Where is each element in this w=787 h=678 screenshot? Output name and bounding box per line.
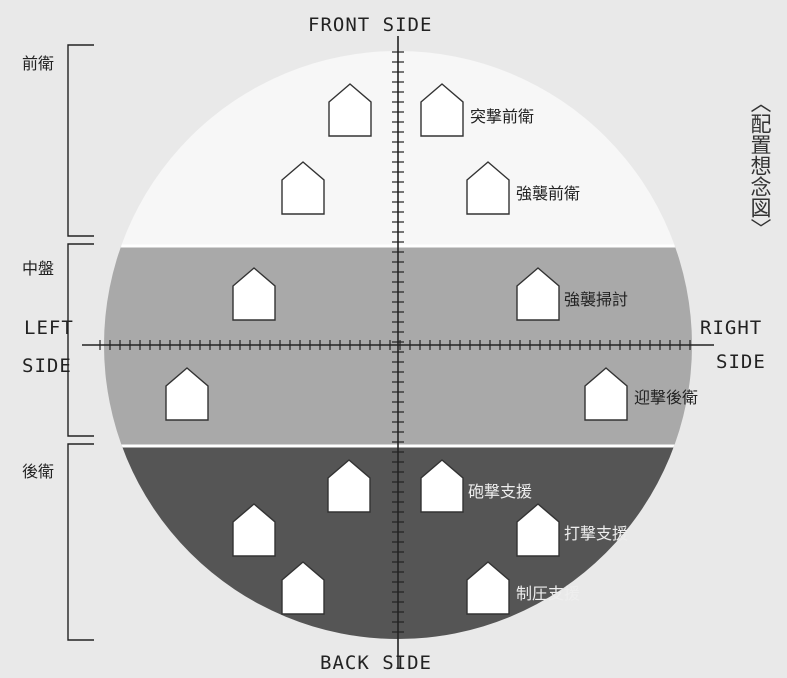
- role-label-intercept-rear: 迎撃後衛: [634, 388, 699, 407]
- left-side-label-line2: SIDE: [22, 355, 72, 377]
- front-zone-band: [104, 51, 692, 246]
- player-marker: [232, 503, 276, 557]
- role-label-strike-sweep: 強襲掃討: [564, 290, 629, 309]
- zone-label-front: 前衛: [22, 54, 55, 73]
- player-marker: [420, 459, 464, 513]
- front-side-label: FRONT SIDE: [308, 14, 433, 36]
- right-side-label-line1: RIGHT: [700, 317, 763, 339]
- player-marker: [232, 267, 276, 321]
- right-side-label-line2: SIDE: [716, 351, 766, 373]
- player-marker: [584, 367, 628, 421]
- left-side-label-line1: LEFT: [24, 317, 74, 339]
- role-label-suppress-support: 制圧支援: [516, 584, 581, 603]
- player-marker: [327, 459, 371, 513]
- zone-brackets: [67, 44, 94, 641]
- diagram-title: 〈配置想念図〉: [748, 92, 772, 239]
- player-marker: [328, 83, 372, 137]
- player-marker: [281, 561, 325, 615]
- zone-label-middle: 中盤: [22, 259, 55, 278]
- bracket-rear: [67, 443, 94, 641]
- player-marker: [420, 83, 464, 137]
- player-marker: [516, 267, 560, 321]
- zone-label-rear: 後衛: [22, 462, 55, 481]
- player-marker: [466, 561, 510, 615]
- bracket-front: [67, 44, 94, 237]
- rear-zone-band: [104, 446, 692, 639]
- player-marker: [516, 503, 560, 557]
- player-marker: [281, 161, 325, 215]
- role-label-strike-front: 強襲前衛: [516, 184, 581, 203]
- role-label-strike-support: 打撃支援: [564, 524, 629, 543]
- axis-ticks: [99, 51, 691, 633]
- role-label-assault-front: 突撃前衛: [470, 107, 535, 126]
- player-marker: [165, 367, 209, 421]
- role-label-ambush-support: 砲撃支援: [468, 482, 533, 501]
- bracket-middle: [67, 243, 94, 437]
- player-marker: [466, 161, 510, 215]
- player-markers: [165, 83, 628, 615]
- back-side-label: BACK SIDE: [320, 652, 432, 674]
